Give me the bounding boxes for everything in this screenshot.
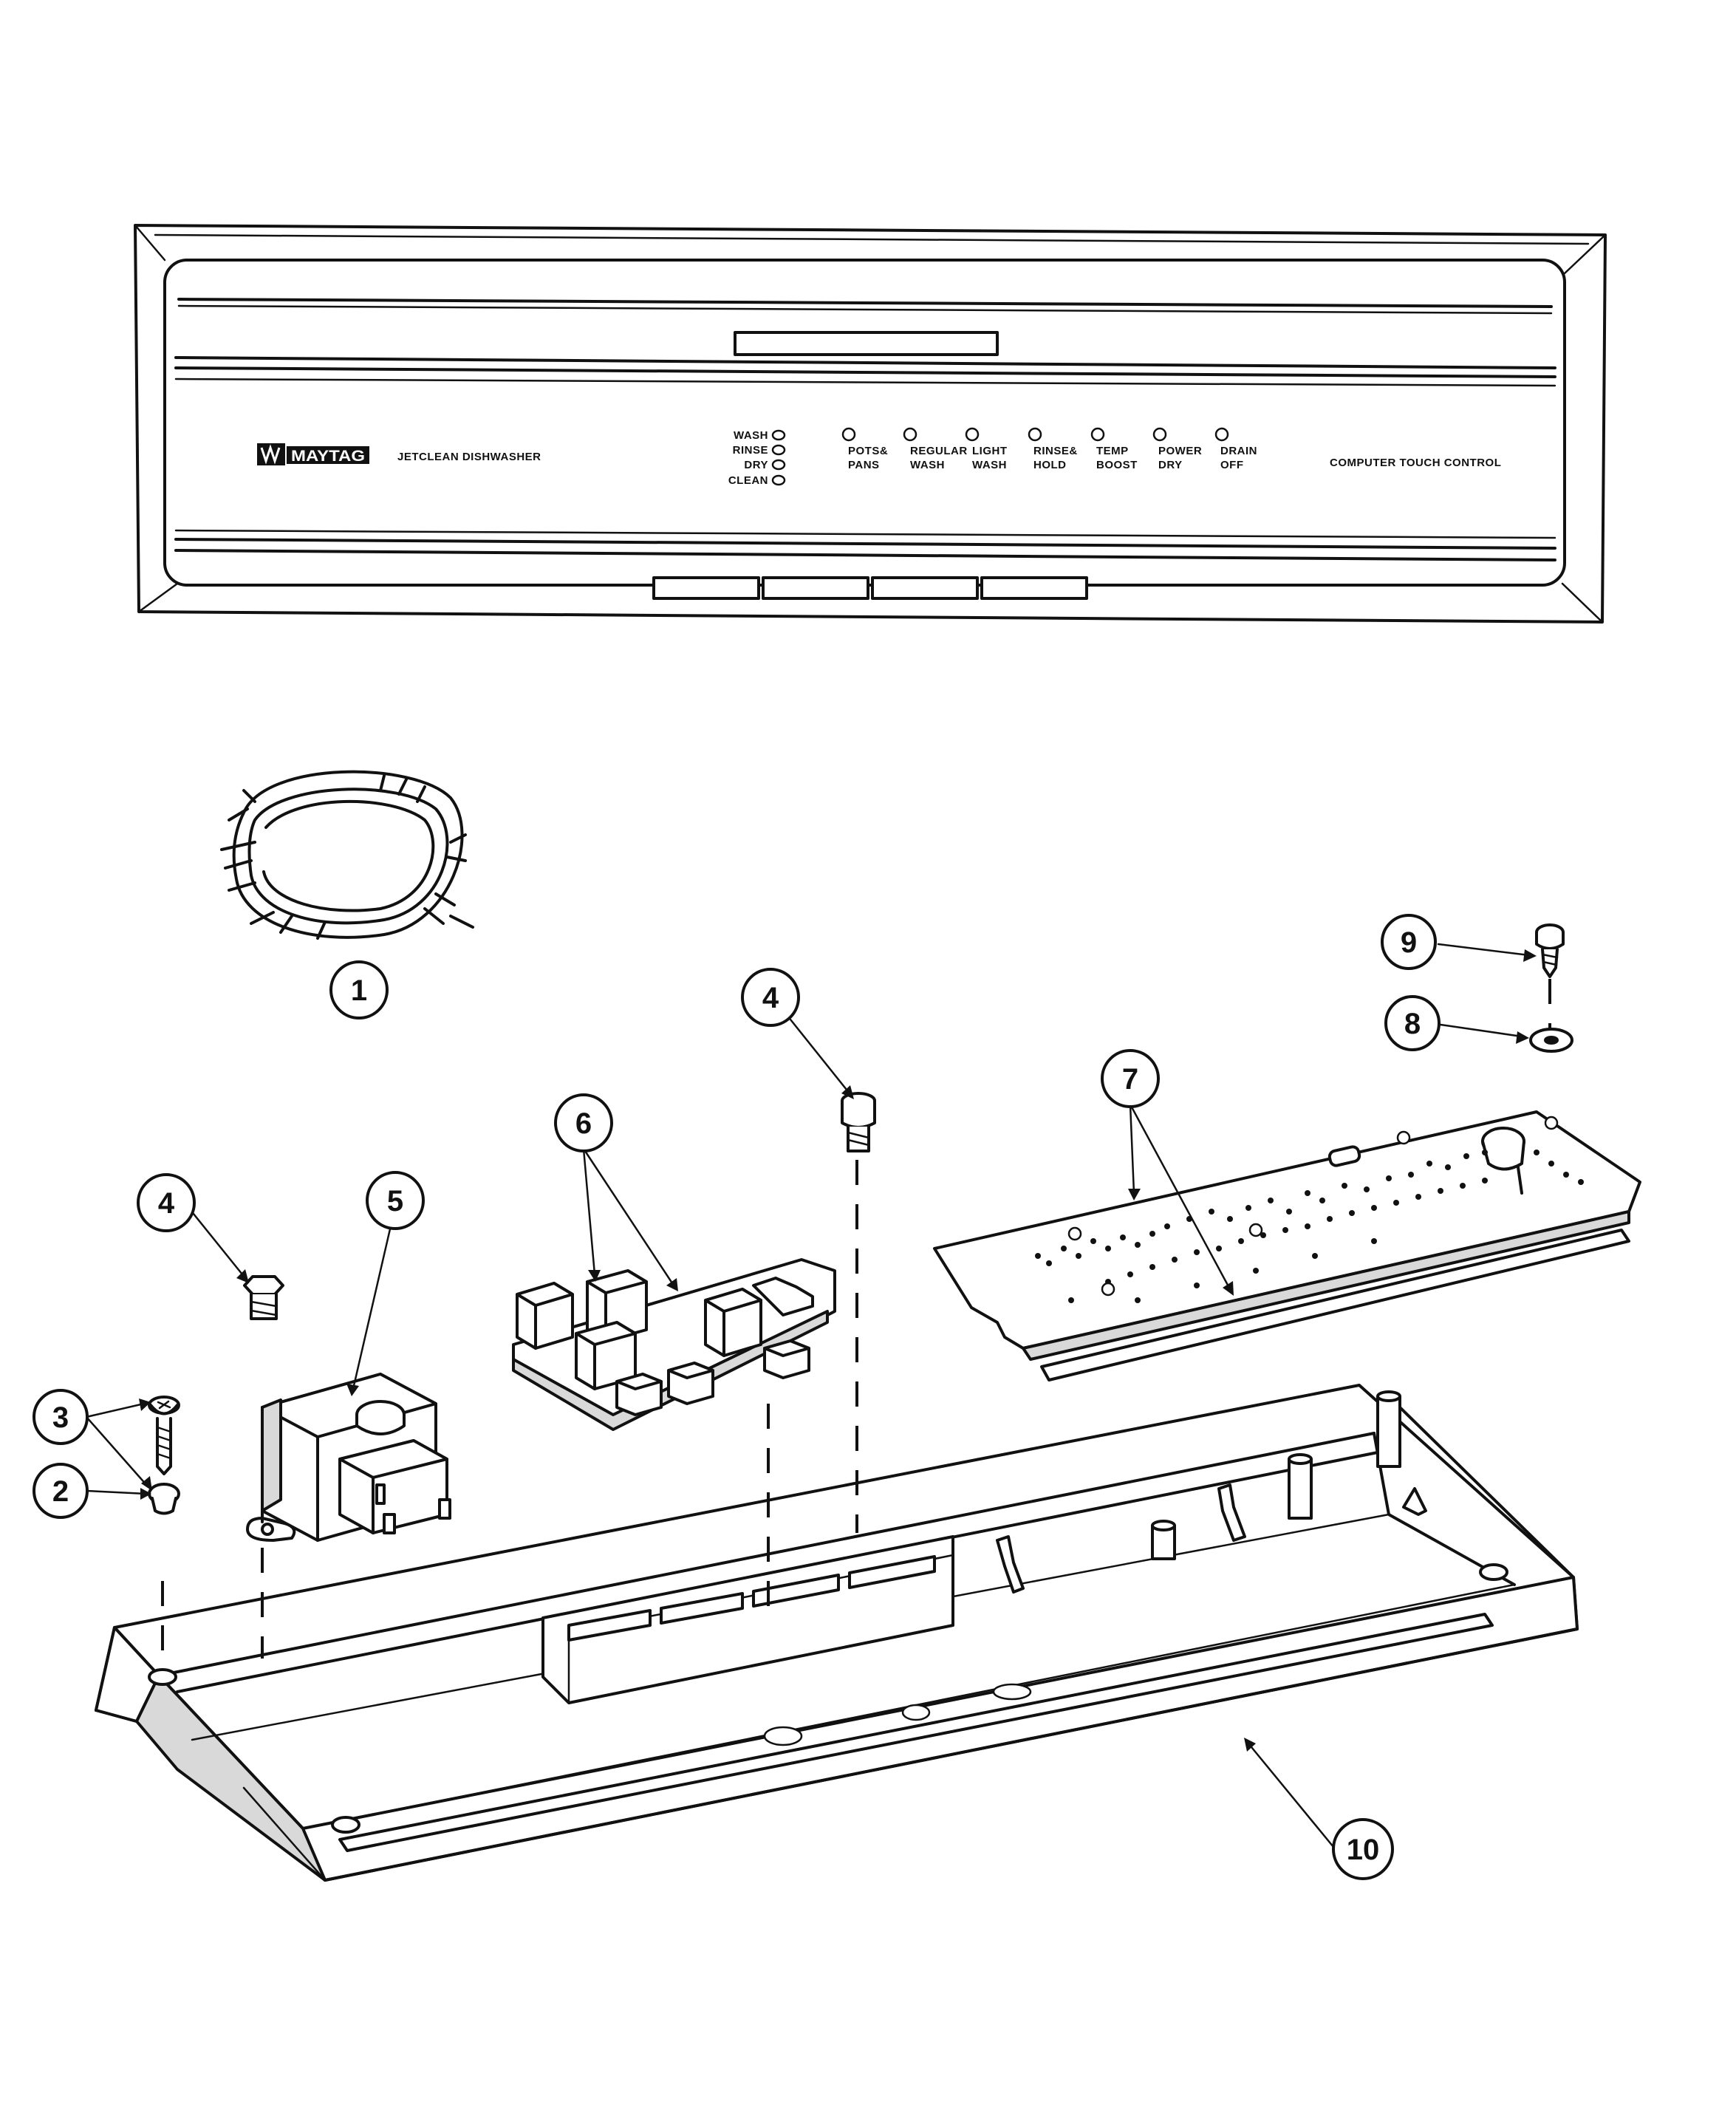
status-clean-light [771, 474, 786, 486]
relay-board [512, 1258, 836, 1431]
cycle-pots-pans[interactable]: POTS& PANS [841, 427, 888, 471]
callout-6: 6 [554, 1093, 613, 1152]
callout-10: 10 [1332, 1818, 1394, 1880]
cycle-regular-wash[interactable]: REGULAR WASH [903, 427, 968, 471]
nut-plug [841, 1092, 876, 1152]
cycle-label: BOOST [1096, 459, 1138, 471]
status-dry-light [771, 459, 786, 471]
svg-text:4: 4 [762, 982, 779, 1014]
status-rinse-label: RINSE [733, 444, 768, 457]
svg-text:5: 5 [387, 1185, 403, 1217]
cycle-label: POTS& [848, 445, 888, 457]
brand-text: MAYTAG [291, 448, 365, 465]
cycle-temp-boost[interactable]: TEMP BOOST [1090, 427, 1138, 471]
cycle-label: WASH [972, 459, 1007, 471]
svg-text:4: 4 [158, 1187, 175, 1220]
svg-text:1: 1 [351, 974, 367, 1007]
screw [148, 1396, 180, 1475]
screw [1535, 923, 1565, 1031]
washer [1529, 1028, 1573, 1053]
console-housing [95, 1384, 1579, 1882]
cycle-light-wash[interactable]: LIGHT WASH [965, 427, 1008, 471]
cycle-rinse-hold[interactable]: RINSE& HOLD [1028, 427, 1078, 471]
cycle-label: HOLD [1033, 459, 1067, 471]
svg-text:10: 10 [1347, 1834, 1380, 1866]
status-wash-label: WASH [734, 429, 768, 442]
transformer [246, 1373, 451, 1542]
cycle-label: RINSE& [1033, 445, 1078, 457]
svg-text:3: 3 [52, 1401, 69, 1434]
status-dry-label: DRY [744, 459, 768, 471]
svg-text:6: 6 [575, 1107, 592, 1140]
callout-4-left: 4 [137, 1173, 196, 1232]
cycle-buttons: POTS& PANS REGULAR WASH LIGHT WASH RINSE… [841, 427, 1257, 471]
cycle-label: OFF [1220, 459, 1244, 471]
control-panel: MAYTAG JETCLEAN DISHWASHER WASH RINSE DR… [134, 224, 1607, 624]
status-wash-light [771, 429, 786, 441]
cycle-label: REGULAR [910, 445, 968, 457]
callout-2: 2 [33, 1463, 89, 1519]
cycle-label: DRY [1158, 459, 1183, 471]
cycle-label: LIGHT [972, 445, 1008, 457]
status-indicators: WASH RINSE DRY CLEAN [728, 429, 786, 487]
cycle-label: PANS [848, 459, 880, 471]
cycle-label: TEMP [1096, 445, 1129, 457]
cycle-label: DRAIN [1220, 445, 1257, 457]
leader-lines [85, 943, 1537, 1848]
callout-5: 5 [366, 1171, 425, 1230]
control-type-label: COMPUTER TOUCH CONTROL [1330, 457, 1501, 469]
callout-8: 8 [1384, 995, 1441, 1051]
callout-4-center: 4 [741, 968, 800, 1027]
model-name: JETCLEAN DISHWASHER [397, 451, 541, 463]
nut-plug [243, 1275, 284, 1320]
cycle-power-dry[interactable]: POWER DRY [1152, 427, 1202, 471]
control-board [933, 1110, 1641, 1381]
callout-7: 7 [1101, 1049, 1160, 1108]
svg-text:9: 9 [1401, 926, 1417, 959]
status-clean-label: CLEAN [728, 474, 768, 487]
callout-3: 3 [33, 1389, 89, 1445]
solder-points [1035, 1150, 1584, 1303]
plug-button [148, 1483, 180, 1515]
cycle-drain-off[interactable]: DRAIN OFF [1214, 427, 1257, 471]
maytag-logo: MAYTAG [257, 443, 369, 465]
svg-text:7: 7 [1122, 1063, 1138, 1096]
callout-9: 9 [1381, 914, 1437, 970]
wire-harness [220, 770, 474, 940]
svg-text:8: 8 [1404, 1008, 1421, 1040]
svg-text:2: 2 [52, 1475, 69, 1508]
cycle-label: POWER [1158, 445, 1202, 457]
status-rinse-light [771, 444, 786, 456]
cycle-label: WASH [910, 459, 945, 471]
callout-1: 1 [329, 960, 389, 1019]
callouts: 1 2 3 4 4 5 6 7 [33, 914, 1441, 1880]
